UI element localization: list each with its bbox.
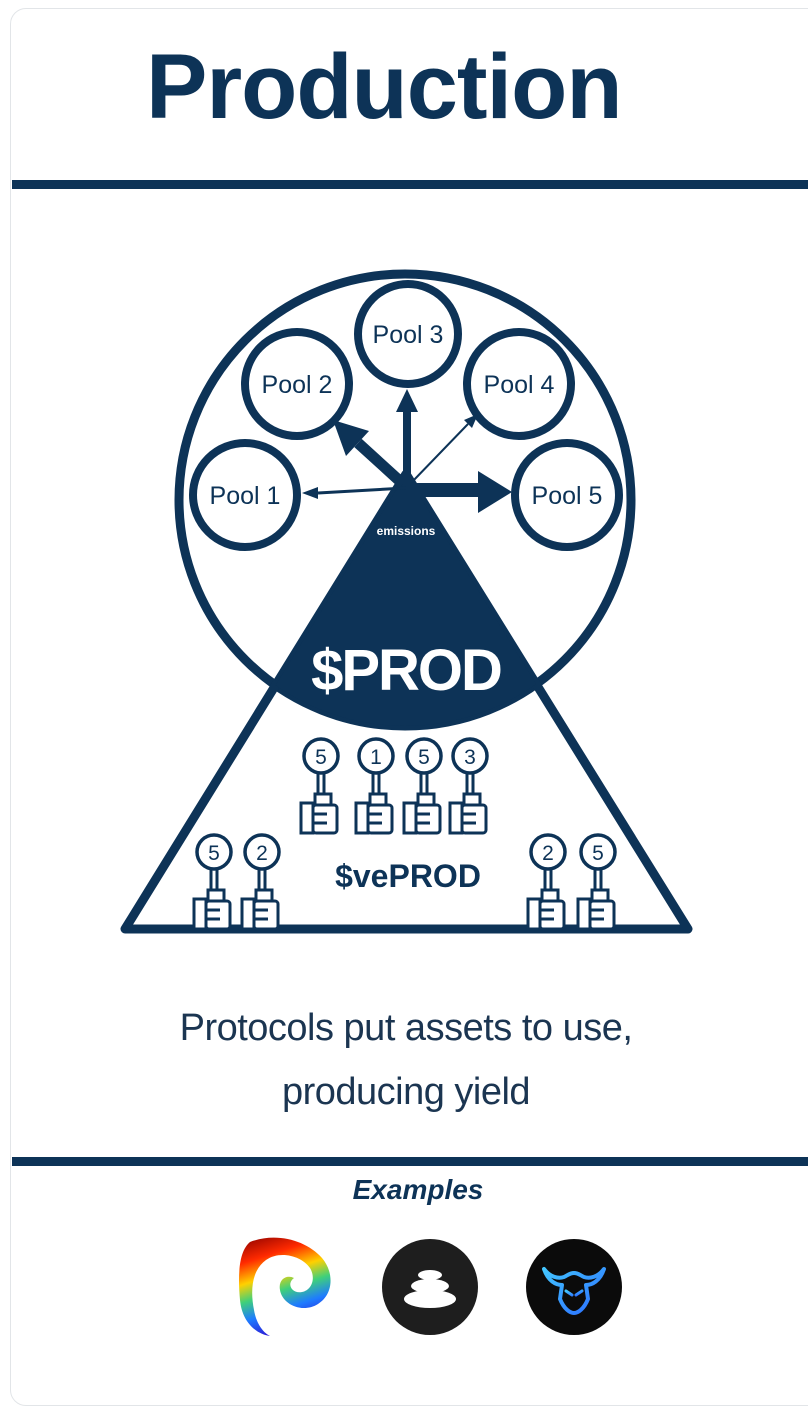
voter-3-number: 5 bbox=[418, 746, 430, 769]
voter-4: 3 bbox=[448, 737, 489, 835]
pool-1: Pool 1 bbox=[189, 439, 301, 551]
pool-4: Pool 4 bbox=[463, 328, 575, 440]
voter-5: 5 bbox=[192, 833, 233, 931]
ve-triangle bbox=[120, 469, 693, 934]
top-divider bbox=[12, 180, 808, 189]
voter-3: 5 bbox=[402, 737, 443, 835]
voter-4-number: 3 bbox=[464, 746, 476, 769]
emission-arrows bbox=[302, 389, 512, 513]
balancer-logo bbox=[382, 1239, 478, 1335]
voter-6: 2 bbox=[240, 833, 281, 931]
pool-5-label: Pool 5 bbox=[532, 482, 603, 510]
veprod-label: $vePROD bbox=[335, 858, 481, 894]
voter-1-number: 5 bbox=[315, 746, 327, 769]
ve-tokenomics-diagram: Pool 1 Pool 2 Pool 3 Pool 4 Pool 5 emiss… bbox=[120, 269, 693, 934]
caption-line-2: producing yield bbox=[281, 1071, 531, 1113]
bottom-divider bbox=[12, 1157, 808, 1166]
emissions-label: emissions bbox=[377, 524, 436, 538]
examples-heading: Examples bbox=[352, 1174, 484, 1205]
voter-1: 5 bbox=[299, 737, 340, 835]
emissions-cone bbox=[179, 474, 631, 726]
pool-2: Pool 2 bbox=[241, 328, 353, 440]
page-title: Production bbox=[146, 36, 623, 138]
bull-logo bbox=[526, 1239, 622, 1335]
voter-8: 5 bbox=[576, 833, 617, 931]
voter-5-number: 5 bbox=[208, 842, 220, 865]
pool-3-label: Pool 3 bbox=[373, 321, 444, 349]
voter-2: 1 bbox=[354, 737, 395, 835]
voter-8-number: 5 bbox=[592, 842, 604, 865]
pool-3: Pool 3 bbox=[354, 280, 462, 388]
voter-6-number: 2 bbox=[256, 842, 268, 865]
prod-token-label: $PROD bbox=[311, 638, 501, 703]
voter-7-number: 2 bbox=[542, 842, 554, 865]
curve-logo bbox=[239, 1237, 331, 1336]
voter-2-number: 1 bbox=[370, 746, 382, 769]
caption-line-1: Protocols put assets to use, bbox=[179, 1007, 633, 1049]
pool-2-label: Pool 2 bbox=[262, 371, 333, 399]
voter-7: 2 bbox=[526, 833, 567, 931]
pool-5: Pool 5 bbox=[511, 439, 623, 551]
pool-1-label: Pool 1 bbox=[210, 482, 281, 510]
pool-4-label: Pool 4 bbox=[484, 371, 555, 399]
caption: Protocols put assets to use, producing y… bbox=[100, 996, 712, 1124]
